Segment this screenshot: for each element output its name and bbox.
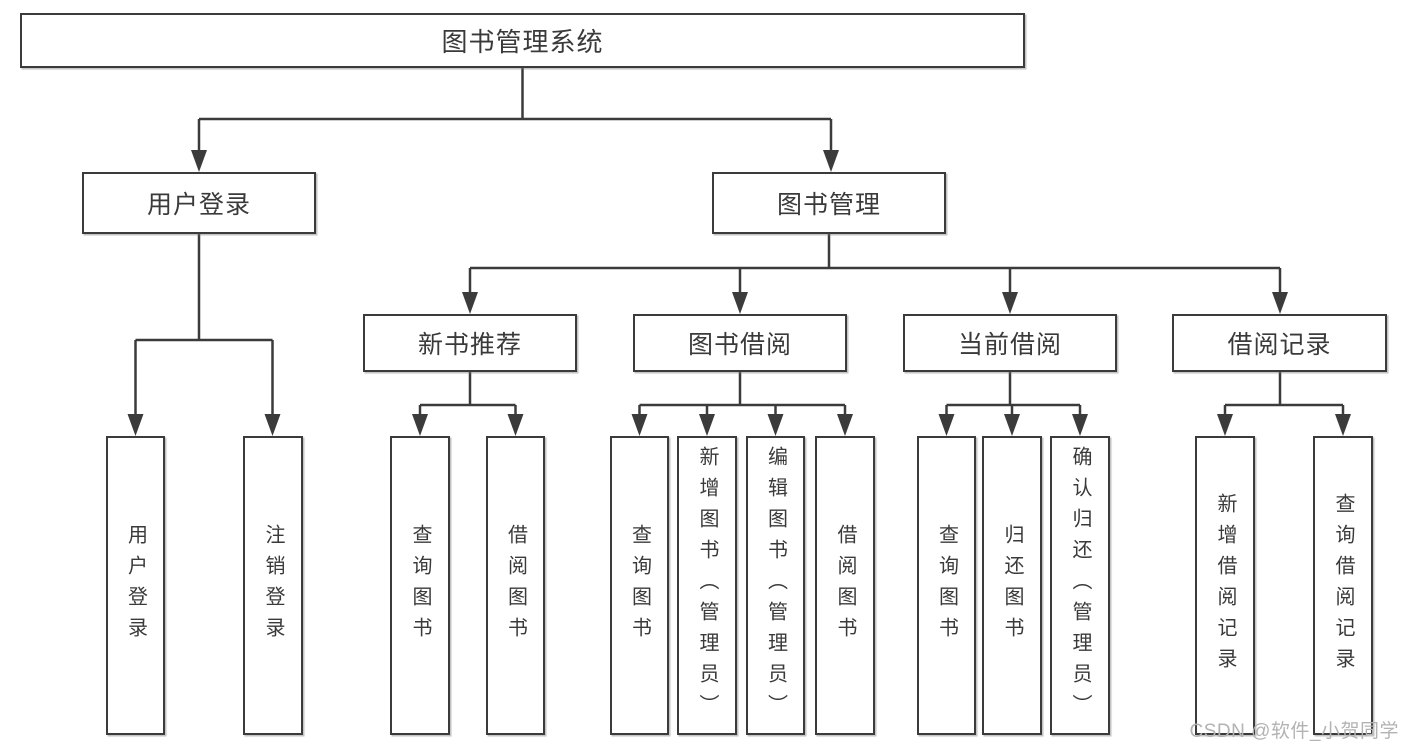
- arrowheads-level3: [462, 292, 1288, 314]
- leaf-borrow-query-books: 查询图书: [610, 436, 669, 735]
- node-borrow-records: 借阅记录: [1172, 314, 1387, 372]
- connector-management-to-level3: [468, 234, 1282, 294]
- leaf-confirm-return-admin: 确认归还（管理员）: [1050, 436, 1110, 735]
- connector-borrow-children: [638, 372, 847, 416]
- arrowheads-level2: [191, 150, 839, 172]
- arrowheads-recommend-children: [412, 414, 524, 436]
- leaf-logout: 注销登录: [243, 436, 303, 735]
- arrowheads-current-children: [938, 414, 1088, 436]
- connector-records-children: [1223, 372, 1345, 416]
- leaf-edit-book-admin: 编辑图书（管理员）: [746, 436, 805, 735]
- arrowheads-user-login-children: [127, 414, 281, 436]
- node-book-borrow: 图书借阅: [633, 314, 847, 372]
- connector-root-to-level2: [197, 68, 833, 152]
- leaf-add-borrow-record-label: 新增借阅记录: [1214, 492, 1236, 679]
- leaf-current-query-books-label: 查询图书: [935, 523, 958, 648]
- leaf-current-query-books: 查询图书: [917, 436, 976, 735]
- node-book-management: 图书管理: [712, 172, 946, 234]
- arrowheads-records-children: [1217, 414, 1351, 436]
- leaf-borrow-books: 借阅图书: [815, 436, 875, 735]
- leaf-add-borrow-record: 新增借阅记录: [1195, 436, 1255, 735]
- watermark: CSDN @软件_小贺同学: [1189, 721, 1399, 742]
- connector-recommend-children: [418, 372, 517, 416]
- node-current-borrow: 当前借阅: [903, 314, 1117, 372]
- leaf-return-books-label: 归还图书: [1001, 523, 1023, 648]
- node-root: 图书管理系统: [20, 13, 1025, 68]
- leaf-return-books: 归还图书: [982, 436, 1042, 735]
- connector-user-login-children: [134, 234, 274, 416]
- arrowheads-borrow-children: [631, 414, 853, 436]
- leaf-confirm-return-admin-label: 确认归还（管理员）: [1069, 446, 1091, 725]
- leaf-user-login-label: 用户登录: [124, 523, 147, 648]
- leaf-borrow-books-label: 借阅图书: [834, 523, 856, 648]
- leaf-add-book-admin-label: 新增图书（管理员）: [696, 446, 718, 725]
- leaf-query-borrow-record: 查询借阅记录: [1313, 436, 1373, 735]
- leaf-recommend-query-books-label: 查询图书: [409, 523, 431, 648]
- leaf-recommend-borrow-books: 借阅图书: [486, 436, 545, 735]
- connector-current-children: [945, 372, 1082, 416]
- leaf-recommend-query-books: 查询图书: [390, 436, 450, 735]
- leaf-logout-label: 注销登录: [262, 523, 284, 648]
- node-new-book-recommend: 新书推荐: [363, 314, 577, 372]
- leaf-recommend-borrow-books-label: 借阅图书: [504, 523, 527, 648]
- leaf-borrow-query-books-label: 查询图书: [628, 523, 651, 648]
- node-user-login: 用户登录: [82, 172, 316, 234]
- leaf-edit-book-admin-label: 编辑图书（管理员）: [764, 446, 787, 725]
- leaf-query-borrow-record-label: 查询借阅记录: [1332, 492, 1354, 679]
- leaf-user-login: 用户登录: [106, 436, 165, 735]
- leaf-add-book-admin: 新增图书（管理员）: [677, 436, 737, 735]
